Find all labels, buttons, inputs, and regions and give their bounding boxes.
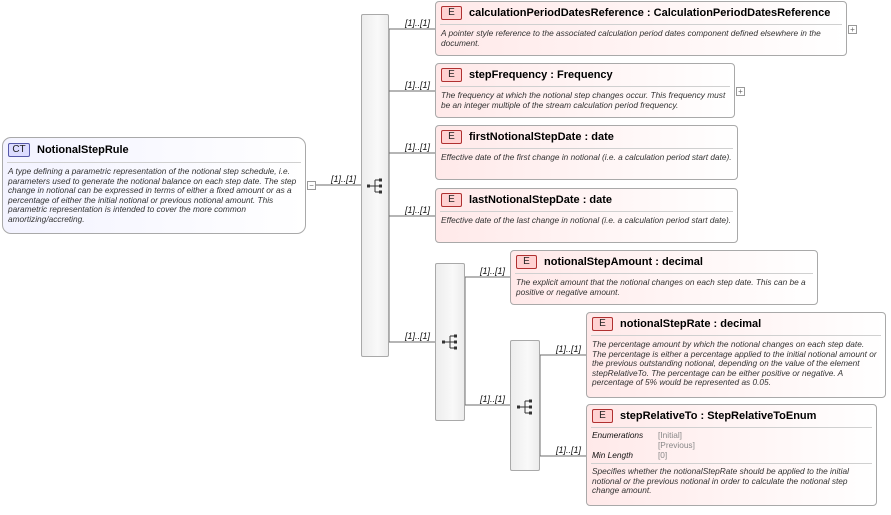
enumeration-previous: [Previous] — [658, 440, 695, 450]
element-type: StepRelativeToEnum — [707, 410, 817, 422]
enumerations-label: Enumerations — [592, 430, 644, 440]
sequence-icon — [367, 178, 382, 194]
expand-icon[interactable]: + — [736, 87, 745, 96]
enumeration-initial: [Initial] — [658, 430, 682, 440]
element-badge: E — [592, 317, 613, 331]
cardinality-step-relative-to: [1]..[1] — [556, 445, 582, 455]
cardinality-notional-step-amount: [1]..[1] — [480, 266, 506, 276]
element-badge: E — [441, 68, 462, 82]
sequence-icon — [517, 399, 532, 415]
element-type: decimal — [720, 318, 762, 330]
sequence-compositor-rate[interactable] — [510, 340, 540, 471]
element-name: notionalStepAmount — [544, 256, 653, 268]
element-doc: The explicit amount that the notional ch… — [516, 277, 806, 297]
element-name: firstNotionalStepDate — [469, 131, 582, 143]
element-name: notionalStepRate — [620, 318, 711, 330]
cardinality-choice: [1]..[1] — [405, 331, 431, 341]
collapse-toggle-icon[interactable]: − — [307, 181, 316, 190]
element-badge: E — [441, 193, 462, 207]
choice-compositor[interactable] — [435, 263, 465, 421]
cardinality-root-sequence: [1]..[1] — [331, 174, 357, 184]
element-doc: Effective date of the first change in no… — [441, 152, 732, 162]
element-name: stepFrequency — [469, 69, 548, 81]
cardinality-rate-sequence: [1]..[1] — [480, 394, 506, 404]
complex-type-notional-step-rule[interactable]: CT NotionalStepRule A type defining a pa… — [2, 137, 306, 234]
element-last-notional-step-date[interactable]: E lastNotionalStepDate : date Effective … — [435, 188, 738, 243]
complex-type-badge: CT — [8, 143, 30, 157]
element-calculation-period-dates-reference[interactable]: E calculationPeriodDatesReference : Calc… — [435, 1, 847, 56]
element-badge: E — [516, 255, 537, 269]
element-type: decimal — [661, 256, 703, 268]
element-type: Frequency — [557, 69, 613, 81]
element-badge: E — [441, 6, 462, 20]
sequence-compositor-main[interactable] — [361, 14, 389, 357]
element-type: date — [591, 131, 614, 143]
facet-table: Enumerations [Initial] [Previous] Min Le… — [587, 428, 876, 460]
element-first-notional-step-date[interactable]: E firstNotionalStepDate : date Effective… — [435, 125, 738, 180]
element-type: CalculationPeriodDatesReference — [653, 7, 831, 19]
complex-type-name: NotionalStepRule — [37, 144, 129, 156]
element-doc: Effective date of the last change in not… — [441, 215, 732, 225]
element-doc: The percentage amount by which the notio… — [592, 339, 877, 387]
element-step-frequency[interactable]: E stepFrequency : Frequency The frequenc… — [435, 63, 735, 118]
cardinality-last-date: [1]..[1] — [405, 205, 431, 215]
expand-icon[interactable]: + — [848, 25, 857, 34]
cardinality-calc-ref: [1]..[1] — [405, 18, 431, 28]
element-notional-step-amount[interactable]: E notionalStepAmount : decimal The expli… — [510, 250, 818, 305]
cardinality-step-frequency: [1]..[1] — [405, 80, 431, 90]
cardinality-notional-step-rate: [1]..[1] — [556, 344, 582, 354]
complex-type-doc: A type defining a parametric representat… — [8, 166, 297, 224]
element-doc: The frequency at which the notional step… — [441, 90, 726, 110]
choice-icon — [442, 334, 457, 350]
min-length-value: [0] — [658, 450, 668, 460]
element-doc: A pointer style reference to the associa… — [441, 28, 821, 48]
element-type: date — [589, 194, 613, 206]
element-name: lastNotionalStepDate — [469, 194, 580, 206]
element-name: calculationPeriodDatesReference — [469, 7, 644, 19]
element-step-relative-to[interactable]: E stepRelativeTo : StepRelativeToEnum En… — [586, 404, 877, 506]
element-doc: Specifies whether the notionalStepRate s… — [592, 466, 849, 495]
element-name: stepRelativeTo — [620, 410, 698, 422]
cardinality-first-date: [1]..[1] — [405, 142, 431, 152]
element-badge: E — [441, 130, 462, 144]
min-length-label: Min Length — [592, 450, 634, 460]
element-notional-step-rate[interactable]: E notionalStepRate : decimal The percent… — [586, 312, 886, 398]
element-badge: E — [592, 409, 613, 423]
